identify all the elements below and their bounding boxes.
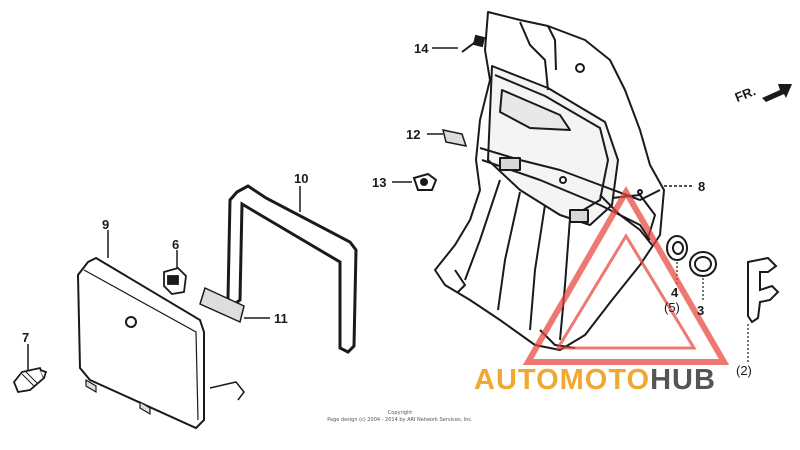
bracket-part-2 [747, 256, 780, 324]
label-part-6: 6 [172, 237, 180, 252]
label-part-14: 14 [414, 41, 429, 56]
label-part-10: 10 [294, 171, 309, 186]
screw-part-14 [461, 34, 486, 53]
inner-cover-part [434, 11, 665, 351]
front-direction-arrow [762, 84, 792, 102]
label-part-8: 8 [698, 179, 706, 194]
bulb-part-7 [12, 366, 48, 394]
label-part-2: (2) [736, 363, 752, 378]
watermark-triangle [522, 185, 730, 365]
label-part-7: 7 [22, 330, 30, 345]
watermark-text-automoto: AUTOMOTO [474, 364, 651, 396]
label-part-5: (5) [664, 300, 680, 315]
pad-part-12 [441, 129, 468, 147]
grommet-part-4 [666, 235, 688, 261]
copyright-line-2: Page design (c) 2004 - 2014 by ARI Netwo… [327, 417, 473, 423]
label-part-12: 12 [406, 127, 421, 142]
watermark-text-hub: HUB [650, 364, 716, 396]
seal-part-10 [226, 184, 358, 354]
label-part-11: 11 [274, 311, 288, 326]
copyright-line-1: Copyright [387, 410, 413, 416]
clip-part-13 [412, 172, 438, 191]
latch-part-6 [163, 266, 187, 295]
label-part-4: 4 [671, 285, 679, 300]
label-part-9: 9 [102, 217, 110, 232]
label-part-13: 13 [372, 175, 387, 190]
watermark-logo: AUTOMOTOHUB [474, 366, 716, 395]
grommet-part-3 [689, 251, 717, 277]
lid-part-9 [76, 256, 245, 430]
label-part-3: 3 [697, 303, 705, 318]
pad-part-11 [199, 286, 245, 324]
